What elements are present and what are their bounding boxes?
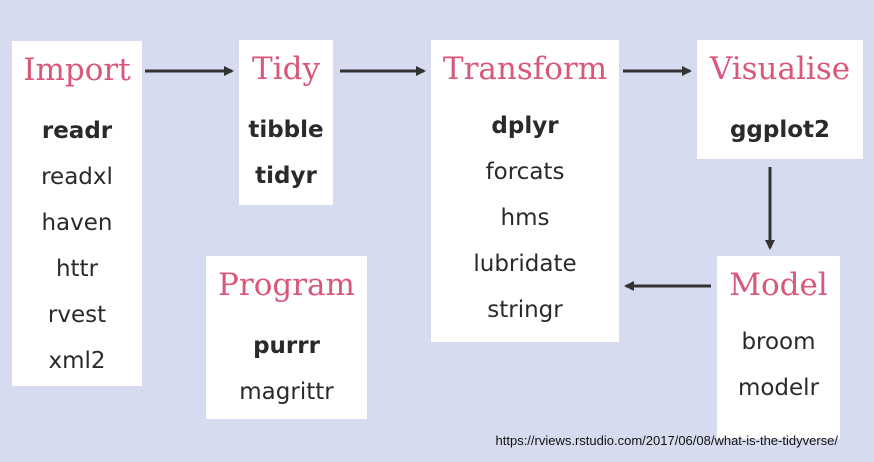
stage-title-model: Model — [729, 267, 828, 303]
stage-box-transform: Transform dplyr forcats hms lubridate string… — [431, 40, 619, 342]
stage-box-tidy: Tidy tibble tidyr — [239, 40, 333, 205]
stage-box-visualise: Visualise ggplot2 — [697, 40, 863, 159]
package-rvest: rvest — [47, 302, 107, 328]
package-list-model: broom modelr — [717, 319, 840, 411]
package-modelr: modelr — [737, 375, 820, 401]
package-stringr: stringr — [487, 297, 563, 323]
stage-title-transform: Transform — [442, 51, 608, 87]
package-readxl: readxl — [41, 164, 113, 190]
package-magrittr: magrittr — [239, 379, 334, 405]
package-xml2: xml2 — [48, 348, 106, 374]
stage-box-import: Import readr readxl haven httr rvest xml2 — [12, 41, 142, 386]
package-list-program: purrr magrittr — [206, 323, 367, 415]
package-hms: hms — [500, 205, 550, 231]
package-ggplot2: ggplot2 — [729, 117, 831, 143]
source-url: https://rviews.rstudio.com/2017/06/08/wh… — [495, 433, 838, 448]
package-list-tidy: tibble tidyr — [239, 107, 333, 199]
package-haven: haven — [41, 210, 113, 236]
package-list-visualise: ggplot2 — [697, 107, 863, 153]
package-httr: httr — [55, 256, 99, 282]
stage-title-tidy: Tidy — [252, 51, 320, 87]
stage-title-visualise: Visualise — [709, 51, 851, 87]
package-broom: broom — [741, 329, 816, 355]
package-tibble: tibble — [248, 117, 324, 143]
stage-box-program: Program purrr magrittr — [206, 256, 367, 419]
stage-title-program: Program — [218, 267, 355, 303]
package-list-transform: dplyr forcats hms lubridate stringr — [431, 103, 619, 333]
package-tidyr: tidyr — [255, 163, 317, 189]
package-lubridate: lubridate — [473, 251, 577, 277]
package-dplyr: dplyr — [491, 113, 559, 139]
stage-title-import: Import — [23, 52, 131, 88]
package-list-import: readr readxl haven httr rvest xml2 — [12, 108, 142, 384]
package-readr: readr — [41, 118, 113, 144]
package-forcats: forcats — [485, 159, 565, 185]
stage-box-model: Model broom modelr — [717, 256, 840, 439]
package-purrr: purrr — [253, 333, 320, 359]
